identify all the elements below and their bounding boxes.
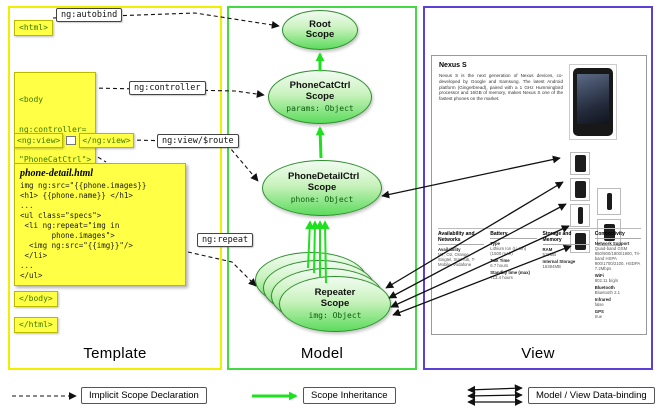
spec-col-availability: Availability and Networks Availability M…: [438, 231, 485, 321]
phone-thumbnail-5: [597, 188, 621, 215]
root-scope-ellipse: Root Scope: [282, 10, 358, 50]
spec-value: 713.4 hours: [490, 275, 513, 280]
phone-thumb-shape: [574, 155, 586, 172]
phone-main-image: [569, 64, 617, 140]
html-close-tag: </html>: [14, 317, 58, 333]
spec-value: false: [594, 302, 604, 307]
phone-body-shape: [573, 68, 613, 136]
code-line: </ul>: [20, 271, 43, 280]
phone-thumbnail-4: [570, 230, 590, 253]
code-line: <img ng:src="{{img}}"/>: [20, 241, 133, 250]
code-title: phone-detail.html: [20, 168, 94, 179]
ng-controller-label: ng:controller: [129, 81, 206, 95]
spec-header: Availability and Networks: [438, 231, 485, 245]
spec-table: Availability and Networks Availability M…: [438, 228, 641, 321]
spec-value: 802.11 b/g/n: [594, 278, 619, 283]
phone-thumbnail-2: [570, 178, 590, 201]
body-open-line: <body: [19, 95, 44, 104]
legend-binding-arrow-1: [467, 384, 523, 394]
phone-thumbnail-3: [570, 204, 590, 227]
code-line: </li>: [20, 251, 48, 260]
spec-row: RAM 512MB: [543, 247, 589, 257]
spec-col-connectivity: Connectivity Network Support Quad-band G…: [594, 231, 641, 321]
legend-binding-arrow-2: [467, 391, 523, 400]
phone-thumb-shape: [574, 233, 586, 250]
spec-label: GPS: [594, 309, 604, 314]
phone-detail-template-snippet: phone-detail.html img ng:src="{{phone.im…: [14, 163, 186, 286]
spec-row: WiFi 802.11 b/g/n: [595, 273, 641, 283]
scope-name: Repeater Scope: [314, 287, 356, 309]
spec-row: Bluetooth Bluetooth 2.1: [595, 285, 641, 295]
page-title: Nexus S: [439, 62, 467, 69]
template-panel-label: Template: [83, 345, 147, 362]
scope-properties: img: Object: [308, 311, 362, 320]
code-line: img ng:src="{{phone.images}}: [20, 181, 147, 190]
spec-value: 512MB: [542, 252, 557, 257]
spec-row: Talk Time 6.7 hours: [490, 258, 536, 268]
spec-row: Internal Storage 16384MB: [543, 259, 589, 269]
spec-label: WiFi: [594, 273, 604, 278]
spec-header: Battery: [490, 231, 537, 239]
spec-header: Connectivity: [594, 231, 641, 239]
repeater-scope-ellipse: Repeater Scope img: Object: [279, 276, 391, 332]
spec-value: Lithium Ion (Li-Ion) (1500 mAh): [490, 246, 527, 256]
spec-row: Type Lithium Ion (Li-Ion) (1500 mAh): [490, 241, 536, 256]
phone-thumb-shape: [606, 193, 612, 210]
spec-label: Infrared: [594, 297, 611, 302]
spec-value: 6.7 hours: [490, 263, 509, 268]
ng-repeat-label: ng:repeat: [197, 233, 254, 247]
body-open-line: ng:controller=: [19, 125, 87, 134]
phonedetailctrl-scope-ellipse: PhoneDetailCtrl Scope phone: Object: [262, 160, 382, 216]
body-close-tag: </body>: [14, 291, 58, 307]
legend-implicit-scope-declaration: Implicit Scope Declaration: [81, 387, 207, 404]
legend-scope-inheritance: Scope Inheritance: [303, 387, 396, 404]
scope-properties: phone: Object: [290, 195, 354, 204]
spec-value: true: [594, 314, 603, 319]
phone-thumb-shape: [603, 224, 615, 241]
scope-name: PhoneDetailCtrl Scope: [288, 171, 360, 193]
html-open-tag: <html>: [14, 20, 53, 36]
ng-view-route-label: ng:view/$route: [157, 134, 239, 148]
page-description: Nexus S is the next generation of Nexus …: [439, 73, 563, 102]
spec-header: Storage and Memory: [542, 231, 589, 245]
spec-label: Network Support: [594, 241, 630, 246]
spec-value: M7, O2, Orange, Singtel, StarHub, T-Mobi…: [438, 252, 476, 267]
spec-value: Bluetooth 2.1: [594, 290, 621, 295]
legend-model-view-databinding: Model / View Data-binding: [528, 387, 655, 404]
ngview-open-tag: <ng:view>: [14, 133, 64, 148]
phone-thumbnail-1: [570, 152, 590, 175]
code-line: <h1> {{phone.name}} </h1>: [20, 191, 133, 200]
spec-value: 16384MB: [542, 264, 561, 269]
code-line: <ul class="specs">: [20, 211, 102, 220]
ng-autobind-label: ng:autobind: [56, 8, 123, 22]
scope-name: PhoneCatCtrl Scope: [289, 80, 351, 102]
phone-thumb-shape: [574, 181, 586, 198]
spec-col-storage: Storage and Memory RAM 512MB Internal St…: [542, 231, 589, 321]
phone-screen-shape: [577, 74, 609, 124]
spec-row: Infrared false: [595, 297, 641, 307]
spec-row: Network Support Quad-band GSM 850/900/18…: [595, 241, 641, 271]
phonecatctrl-scope-ellipse: PhoneCatCtrl Scope params: Object: [268, 70, 372, 124]
phone-thumbnail-6: [597, 219, 621, 246]
spec-row: Availability M7, O2, Orange, Singtel, St…: [438, 247, 484, 267]
code-line: phone.images">: [20, 231, 115, 240]
scope-name: Root Scope: [305, 18, 335, 40]
body-open-line: "PhoneCatCtrl">: [19, 155, 92, 164]
phone-detail-page-mockup: Nexus S Nexus S is the next generation o…: [431, 55, 647, 335]
spec-row: GPS true: [595, 309, 641, 319]
spec-row: Standby time (max) 713.4 hours: [490, 270, 536, 280]
code-line: ...: [20, 201, 34, 210]
code-line: <li ng:repeat="img in: [20, 221, 120, 230]
ngview-close-tag: </ng:view>: [79, 133, 134, 148]
view-panel-label: View: [521, 345, 555, 362]
spec-value: Quad-band GSM 850/900/1800/1900, Tri-ban…: [594, 246, 641, 271]
ngview-tags: <ng:view> </ng:view>: [14, 133, 134, 148]
model-panel-label: Model: [300, 345, 344, 362]
spec-label: Bluetooth: [594, 285, 615, 290]
view-placeholder-icon: [66, 136, 77, 145]
phone-thumb-shape: [577, 207, 583, 224]
scope-properties: params: Object: [286, 104, 354, 113]
spec-col-battery: Battery Type Lithium Ion (Li-Ion) (1500 …: [490, 231, 537, 321]
code-line: ...: [20, 261, 34, 270]
